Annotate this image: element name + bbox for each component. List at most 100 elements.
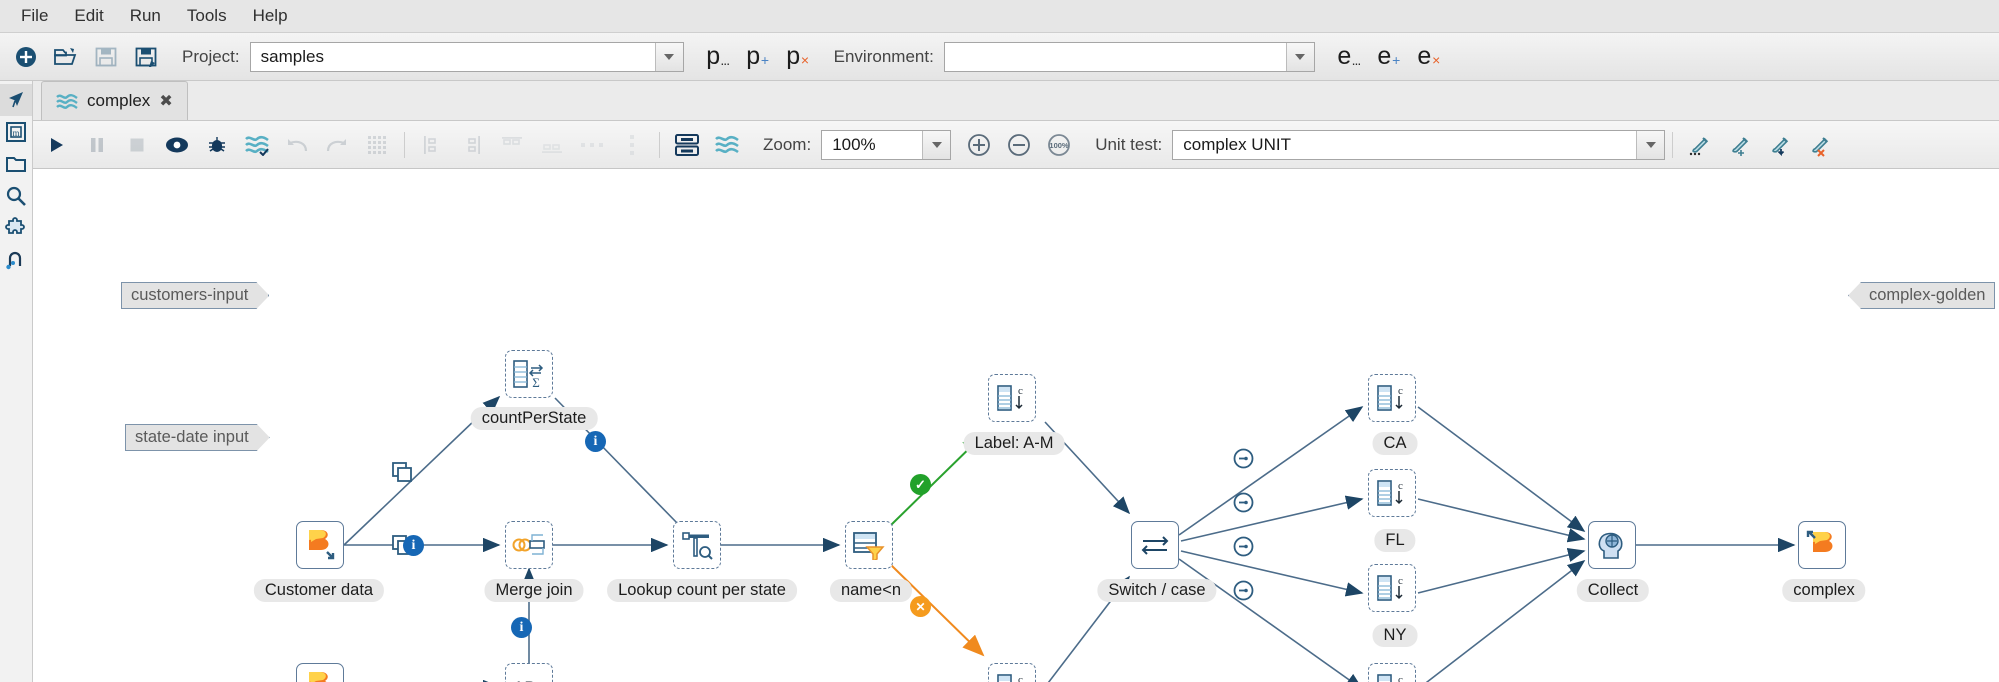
node-label-switch-case[interactable]: Switch / case — [1097, 579, 1217, 602]
pause-button[interactable] — [77, 125, 117, 165]
menu-item-edit[interactable]: Edit — [74, 6, 104, 25]
add-project-button[interactable]: p+ — [738, 37, 778, 77]
node-uppercase-state[interactable]: AB — [505, 663, 553, 682]
unit-test-dropdown-button[interactable] — [1636, 130, 1665, 159]
node-label-name-filter[interactable]: name<n — [829, 579, 913, 602]
node-label-complex[interactable]: complex — [1782, 579, 1866, 602]
zoom-combo[interactable]: 100% — [821, 129, 952, 160]
node-customer-data[interactable] — [296, 521, 344, 569]
menu-item-help[interactable]: Help — [252, 6, 288, 25]
flow-canvas[interactable]: customers-input state-date input complex… — [33, 169, 1999, 682]
align-top-button[interactable] — [492, 125, 532, 165]
edge-fail-badge-name-filter-false[interactable]: ✕ — [910, 596, 931, 617]
node-fl[interactable]: c — [1368, 469, 1416, 517]
zoom-in-button[interactable] — [959, 125, 999, 165]
environment-input[interactable] — [945, 43, 1286, 71]
undo-button[interactable] — [277, 125, 317, 165]
edge-info-badge-merge-input[interactable]: i — [511, 617, 532, 638]
input-port-customers[interactable]: customers-input — [121, 282, 269, 309]
save-button[interactable] — [86, 37, 126, 77]
node-label-count-per-state[interactable]: countPerState — [470, 407, 598, 430]
edge-case-badge-default[interactable] — [1233, 580, 1254, 601]
validate-flow-button[interactable] — [237, 125, 277, 165]
toggle-grid-button[interactable] — [357, 125, 397, 165]
copy-marker-customer-aggregate[interactable] — [392, 462, 414, 484]
zoom-out-button[interactable] — [999, 125, 1039, 165]
node-name-filter[interactable] — [845, 521, 893, 569]
auto-layout-button[interactable] — [667, 125, 707, 165]
align-right-button[interactable] — [452, 125, 492, 165]
node-switch-case[interactable] — [1131, 521, 1179, 569]
zoom-input[interactable]: 100% — [832, 134, 876, 154]
debug-button[interactable] — [197, 125, 237, 165]
files-panel[interactable] — [0, 148, 32, 180]
tab-complex[interactable]: complex ✖ — [41, 81, 188, 120]
menu-item-file[interactable]: File — [21, 6, 49, 25]
delete-project-button[interactable]: p× — [778, 37, 818, 77]
edge-case-badge-fl[interactable] — [1233, 492, 1254, 513]
zoom-reset-button[interactable]: 100% — [1039, 125, 1079, 165]
menu-item-run[interactable]: Run — [129, 6, 161, 25]
select-tool[interactable] — [0, 84, 32, 116]
flow-overview-button[interactable] — [707, 125, 747, 165]
node-label-am[interactable]: c — [988, 374, 1036, 422]
node-ny[interactable]: c — [1368, 564, 1416, 612]
node-state-data[interactable] — [296, 663, 344, 682]
modules-panel[interactable]: m — [0, 116, 32, 148]
distribute-horizontal-button[interactable] — [572, 125, 612, 165]
delete-environment-button[interactable]: e× — [1409, 37, 1449, 77]
node-merge-join[interactable] — [505, 521, 553, 569]
environment-combo[interactable] — [943, 41, 1315, 72]
node-collect[interactable] — [1588, 521, 1636, 569]
search-panel[interactable] — [0, 180, 32, 212]
close-icon[interactable]: ✖ — [159, 93, 173, 110]
node-ca[interactable]: c — [1368, 374, 1416, 422]
add-test-button[interactable] — [1720, 125, 1760, 165]
edge-info-badge-customer-aggregate[interactable]: i — [585, 431, 606, 452]
add-environment-button[interactable]: e+ — [1369, 37, 1409, 77]
edge-case-badge-ca[interactable] — [1233, 448, 1254, 469]
node-label-nz[interactable]: c — [988, 663, 1036, 682]
node-label-ny[interactable]: NY — [1372, 624, 1418, 647]
project-combo[interactable]: samples — [249, 41, 684, 72]
menu-item-tools[interactable]: Tools — [186, 6, 227, 25]
unit-test-combo[interactable]: complex UNIT — [1172, 129, 1666, 160]
stop-button[interactable] — [117, 125, 157, 165]
node-count-per-state[interactable]: Σ — [505, 350, 553, 398]
node-lookup-count-per-state[interactable] — [673, 521, 721, 569]
node-complex[interactable] — [1798, 521, 1846, 569]
node-label-fl[interactable]: FL — [1374, 529, 1416, 552]
align-bottom-button[interactable] — [532, 125, 572, 165]
project-input[interactable]: samples — [260, 46, 324, 66]
run-button[interactable] — [37, 125, 77, 165]
run-test-button[interactable] — [1760, 125, 1800, 165]
node-label-customer-data[interactable]: Customer data — [253, 579, 385, 602]
environment-dropdown-button[interactable] — [1285, 42, 1314, 71]
node-label-ca[interactable]: CA — [1372, 432, 1418, 455]
edge-info-badge-customer-merge[interactable]: i — [403, 535, 424, 556]
unit-test-input[interactable]: complex UNIT — [1183, 134, 1291, 154]
save-as-button[interactable] — [126, 37, 166, 77]
project-dropdown-button[interactable] — [654, 42, 683, 71]
redo-button[interactable] — [317, 125, 357, 165]
jump-panel[interactable] — [0, 244, 32, 276]
preview-button[interactable] — [157, 125, 197, 165]
edge-ok-badge-name-filter-true[interactable]: ✓ — [910, 474, 931, 495]
distribute-vertical-button[interactable] — [612, 125, 652, 165]
open-project-button[interactable] — [46, 37, 86, 77]
node-label-merge-join[interactable]: Merge join — [484, 579, 584, 602]
plugins-panel[interactable] — [0, 212, 32, 244]
node-label-lookup-count-per-state[interactable]: Lookup count per state — [607, 579, 797, 602]
node-label-label-am[interactable]: Label: A-M — [963, 432, 1065, 455]
edge-case-badge-ny[interactable] — [1233, 536, 1254, 557]
project-properties-button[interactable]: p... — [698, 37, 738, 77]
zoom-dropdown-button[interactable] — [922, 130, 951, 159]
input-port-state-date[interactable]: state-date input — [125, 424, 270, 451]
node-default[interactable]: c — [1368, 663, 1416, 682]
node-label-collect[interactable]: Collect — [1576, 579, 1650, 602]
environment-properties-button[interactable]: e... — [1329, 37, 1369, 77]
align-left-button[interactable] — [412, 125, 452, 165]
delete-test-button[interactable] — [1800, 125, 1840, 165]
new-button[interactable] — [6, 37, 46, 77]
output-port-complex-golden[interactable]: complex-golden — [1848, 282, 1996, 309]
